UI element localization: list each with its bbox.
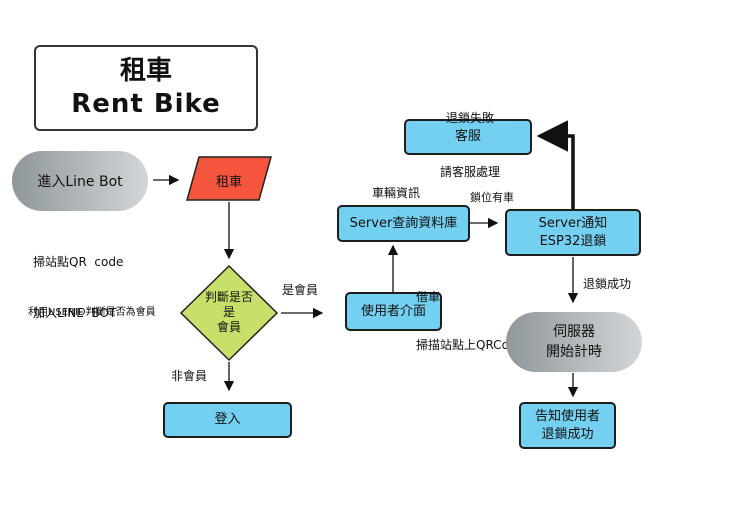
is-member-edge-label: 是會員 [282, 283, 319, 297]
server-notify-node: Server通知 ESP32退鎖 [505, 209, 641, 256]
is-member-diamond [179, 264, 279, 362]
use-userid-label: 利用USERID判斷是否為會員 [28, 307, 156, 318]
scan-qr-label: 掃站點QR code 加入LINE BOT [33, 220, 123, 339]
servo-start-node: 伺服器 開始計時 [506, 312, 642, 372]
title-card: 租車 Rent Bike [34, 45, 258, 131]
login-node: 登入 [163, 402, 292, 438]
rent-car-label: 租車 [215, 175, 242, 190]
arrow-notify-to-customer-service [536, 120, 575, 209]
user-interface-node: 使用者介面 [345, 292, 442, 331]
unlock-fail-label: 退鎖失敗 請客服處理 [420, 73, 520, 199]
is-member-label: 判斷是否 是 會員 [194, 290, 264, 335]
notify-user-line1: 告知使用者 [534, 408, 600, 424]
is-member-line1: 判斷是否 [204, 290, 253, 304]
borrow-label: 借車 掃描站點上QRCode [416, 257, 524, 369]
scan-qr-line2: 加入LINE BOT [33, 306, 117, 320]
servo-start-line2: 開始計時 [546, 344, 602, 360]
title-chinese: 租車 [119, 56, 172, 86]
lock-has-car-label: 鎖位有車 [470, 191, 514, 204]
unlock-fail-line2: 請客服處理 [439, 165, 500, 179]
not-member-edge-label: 非會員 [171, 369, 208, 383]
customer-service-node: 客服 [404, 119, 532, 155]
enter-line-bot-node: 進入Line Bot [12, 151, 148, 211]
server-query-node: Server查詢資料庫 [337, 205, 470, 242]
is-member-line3: 會員 [216, 320, 241, 334]
scan-qr-line1: 掃站點QR code [33, 255, 124, 269]
unlock-success-edge-label: 退鎖成功 [583, 277, 632, 291]
servo-start-line1: 伺服器 [553, 324, 595, 340]
borrow-line2: 掃描站點上QRCode [416, 338, 524, 352]
server-notify-line2: ESP32退鎖 [539, 233, 607, 249]
rent-car-shape [186, 156, 272, 201]
vehicle-info-label: 車輛資訊 [372, 186, 421, 200]
unlock-fail-line1: 退鎖失敗 [445, 111, 494, 125]
borrow-line1: 借車 [416, 290, 441, 304]
notify-user-line2: 退鎖成功 [541, 426, 594, 442]
title-english: Rent Bike [71, 89, 221, 119]
server-notify-line1: Server通知 [538, 215, 608, 231]
notify-user-node: 告知使用者 退鎖成功 [519, 402, 616, 449]
is-member-line2: 是 [222, 305, 235, 319]
